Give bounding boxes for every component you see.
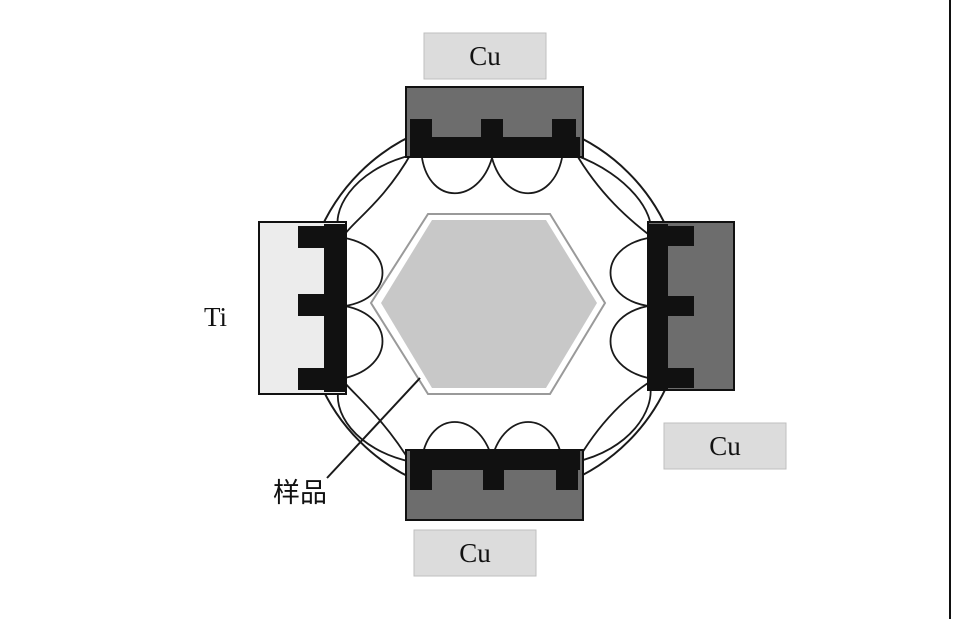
bottom-cu-target xyxy=(405,449,584,521)
cu-bottom-label: Cu xyxy=(459,537,491,568)
bottom-magnet xyxy=(410,450,580,490)
right-border-rule xyxy=(949,0,951,619)
cu-plate-bottom xyxy=(413,529,537,577)
top-cu-target xyxy=(405,86,584,158)
cu-plate-right xyxy=(663,422,787,470)
right-cu-target xyxy=(647,221,735,391)
sample-leader-line xyxy=(326,377,421,479)
field-loops-right xyxy=(609,237,649,379)
field-loops-left xyxy=(344,237,384,379)
sample-hexagon xyxy=(381,220,597,388)
left-magnet xyxy=(298,224,345,392)
top-magnet xyxy=(410,119,580,158)
cu-plate-top xyxy=(423,32,547,80)
ti-label: Ti xyxy=(204,302,228,332)
cu-top-label: Cu xyxy=(469,40,501,71)
cu-right-label: Cu xyxy=(709,430,741,461)
right-magnet xyxy=(648,224,694,390)
sample-label: 样品 xyxy=(273,478,327,508)
left-ti-target xyxy=(258,221,347,395)
